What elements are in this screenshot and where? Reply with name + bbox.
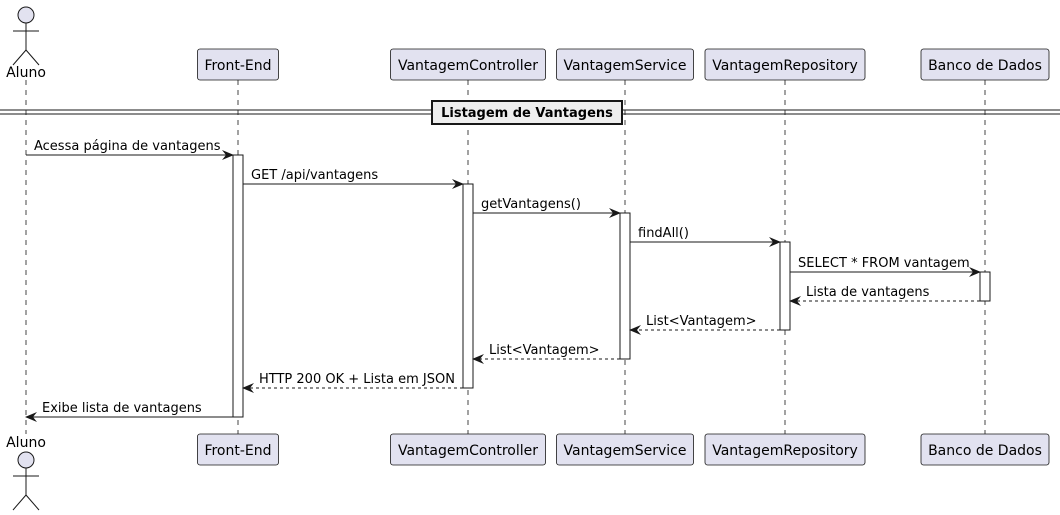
- activation-bar-service: [619, 212, 631, 360]
- participant-box-frontend: [197, 48, 279, 81]
- message-label: HTTP 200 OK + Lista em JSON: [259, 372, 455, 387]
- message-label: getVantagens(): [481, 197, 581, 212]
- participant-box-frontend: [197, 433, 279, 466]
- message-label: List<Vantagem>: [489, 343, 600, 358]
- participant-box-repository: [704, 48, 866, 81]
- participant-label-aluno: Aluno: [6, 435, 46, 451]
- message-label: List<Vantagem>: [646, 314, 757, 329]
- participant-label-aluno: Aluno: [6, 65, 46, 81]
- participant-label-controller: VantagemController: [398, 443, 538, 459]
- message-label: Lista de vantagens: [806, 285, 930, 300]
- participant-label-frontend: Front-End: [204, 443, 271, 459]
- participant-box-database: [920, 433, 1050, 466]
- message-label: Exibe lista de vantagens: [42, 401, 202, 416]
- participant-label-database: Banco de Dados: [928, 443, 1042, 459]
- participant-label-database: Banco de Dados: [928, 58, 1042, 74]
- participant-box-service: [556, 433, 694, 466]
- actor-icon: [12, 6, 40, 66]
- activation-bar-frontend: [232, 154, 244, 418]
- message-label: GET /api/vantagens: [251, 168, 378, 183]
- participant-label-service: VantagemService: [564, 58, 687, 74]
- participant-label-repository: VantagemRepository: [712, 58, 858, 74]
- message-label: Acessa página de vantagens: [34, 139, 221, 154]
- actor-icon: [12, 451, 40, 511]
- activation-bar-database: [979, 271, 991, 302]
- section-label-box: [431, 100, 623, 125]
- section-title: Listagem de Vantagens: [441, 106, 613, 121]
- participant-box-service: [556, 48, 694, 81]
- participant-label-service: VantagemService: [564, 443, 687, 459]
- message-label: SELECT * FROM vantagem: [798, 256, 970, 271]
- participant-label-frontend: Front-End: [204, 58, 271, 74]
- activation-bar-repository: [779, 241, 791, 331]
- participant-box-database: [920, 48, 1050, 81]
- participant-box-repository: [704, 433, 866, 466]
- participant-box-controller: [390, 48, 546, 81]
- message-label: findAll(): [638, 226, 689, 241]
- participant-box-controller: [390, 433, 546, 466]
- participant-label-controller: VantagemController: [398, 58, 538, 74]
- activation-bar-controller: [462, 183, 474, 389]
- participant-label-repository: VantagemRepository: [712, 443, 858, 459]
